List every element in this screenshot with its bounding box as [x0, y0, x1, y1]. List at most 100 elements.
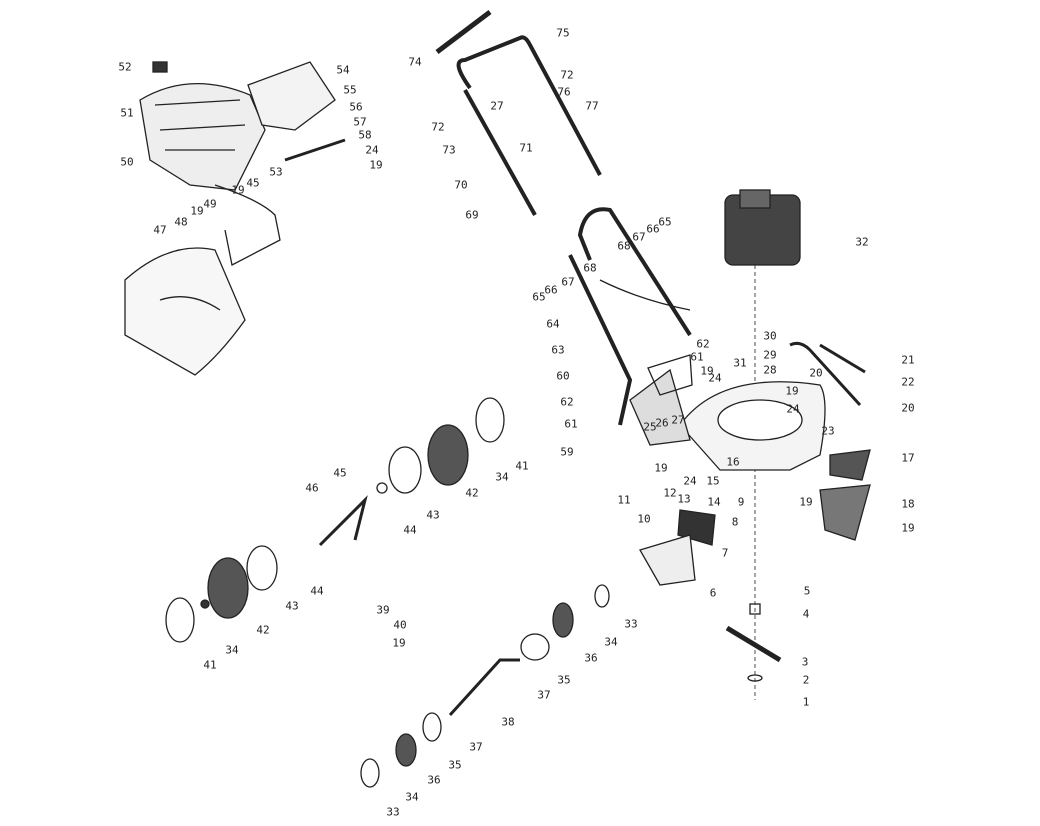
part-label: 37 [469, 740, 483, 754]
part-label: 34 [225, 643, 239, 657]
blade [725, 603, 782, 682]
part-label: 27 [671, 413, 685, 427]
part-label: 62 [560, 395, 574, 409]
part-label: 22 [901, 375, 915, 389]
part-label: 56 [349, 100, 363, 114]
part-label: 55 [343, 83, 357, 97]
part-label: 10 [637, 512, 651, 526]
part-label: 58 [358, 128, 372, 142]
part-label: 72 [560, 68, 574, 82]
part-label: 19 [231, 183, 245, 197]
part-label: 19 [369, 158, 383, 172]
lower-handle [568, 207, 692, 426]
part-label: 35 [557, 673, 571, 687]
part-label: 53 [269, 165, 283, 179]
part-label: 37 [537, 688, 551, 702]
part-label: 18 [901, 497, 915, 511]
part-label: 71 [519, 141, 533, 155]
part-label: 45 [333, 466, 347, 480]
mower-deck [629, 368, 826, 471]
part-label: 19 [901, 521, 915, 535]
part-label: 19 [190, 204, 204, 218]
part-label: 36 [427, 773, 441, 787]
part-label: 38 [501, 715, 515, 729]
part-label: 49 [203, 197, 217, 211]
part-label: 40 [393, 618, 407, 632]
part-label: 66 [646, 222, 660, 236]
part-label: 34 [604, 635, 618, 649]
part-label: 46 [305, 481, 319, 495]
part-label: 31 [733, 356, 747, 370]
part-label: 74 [408, 55, 422, 69]
part-label: 17 [901, 451, 915, 465]
part-label: 61 [564, 417, 578, 431]
part-label: 13 [677, 492, 691, 506]
part-label: 9 [737, 495, 745, 509]
part-label: 12 [663, 486, 677, 500]
part-label: 65 [658, 215, 672, 229]
part-label: 76 [557, 85, 571, 99]
part-label: 1 [802, 695, 810, 709]
part-label: 27 [490, 99, 504, 113]
bag-rod [284, 138, 346, 162]
part-label: 44 [310, 584, 324, 598]
part-label: 19 [654, 461, 668, 475]
part-label: 51 [120, 106, 134, 120]
part-label: 7 [721, 546, 729, 560]
part-label: 19 [785, 384, 799, 398]
part-label: 34 [495, 470, 509, 484]
grass-bag-lid [139, 61, 266, 191]
part-label: 42 [256, 623, 270, 637]
part-label: 15 [706, 474, 720, 488]
part-label: 20 [809, 366, 823, 380]
part-label: 48 [174, 215, 188, 229]
part-label: 28 [763, 363, 777, 377]
part-label: 52 [118, 60, 132, 74]
part-label: 33 [624, 617, 638, 631]
part-label: 4 [802, 607, 810, 621]
bag-frame [214, 184, 281, 266]
part-label: 67 [632, 230, 646, 244]
part-label: 19 [799, 495, 813, 509]
part-label: 63 [551, 343, 565, 357]
mulch-plug [639, 509, 716, 586]
part-label: 65 [532, 290, 546, 304]
part-label: 41 [203, 658, 217, 672]
part-label: 45 [246, 176, 260, 190]
part-label: 19 [700, 364, 714, 378]
part-label: 60 [556, 369, 570, 383]
part-label: 3 [801, 655, 809, 669]
part-label: 34 [405, 790, 419, 804]
part-label: 5 [803, 584, 811, 598]
part-label: 67 [561, 275, 575, 289]
rear-flap [647, 354, 693, 396]
part-label: 36 [584, 651, 598, 665]
part-label: 66 [544, 283, 558, 297]
part-label: 41 [515, 459, 529, 473]
part-label: 26 [655, 416, 669, 430]
part-label: 24 [786, 402, 800, 416]
part-label: 14 [707, 495, 721, 509]
grass-bag [124, 247, 246, 376]
part-label: 68 [617, 239, 631, 253]
part-label: 33 [386, 805, 400, 819]
part-label: 62 [696, 337, 710, 351]
upper-handle [435, 10, 602, 216]
part-label: 47 [153, 223, 167, 237]
part-label: 19 [392, 636, 406, 650]
engine [724, 189, 801, 266]
wheels [165, 397, 610, 788]
part-label: 11 [617, 493, 631, 507]
part-label: 35 [448, 758, 462, 772]
part-label: 20 [901, 401, 915, 415]
part-label: 30 [763, 329, 777, 343]
part-label: 54 [336, 63, 350, 77]
part-label: 72 [431, 120, 445, 134]
part-label: 42 [465, 486, 479, 500]
part-label: 23 [821, 424, 835, 438]
part-label: 43 [285, 599, 299, 613]
part-label: 69 [465, 208, 479, 222]
part-label: 21 [901, 353, 915, 367]
